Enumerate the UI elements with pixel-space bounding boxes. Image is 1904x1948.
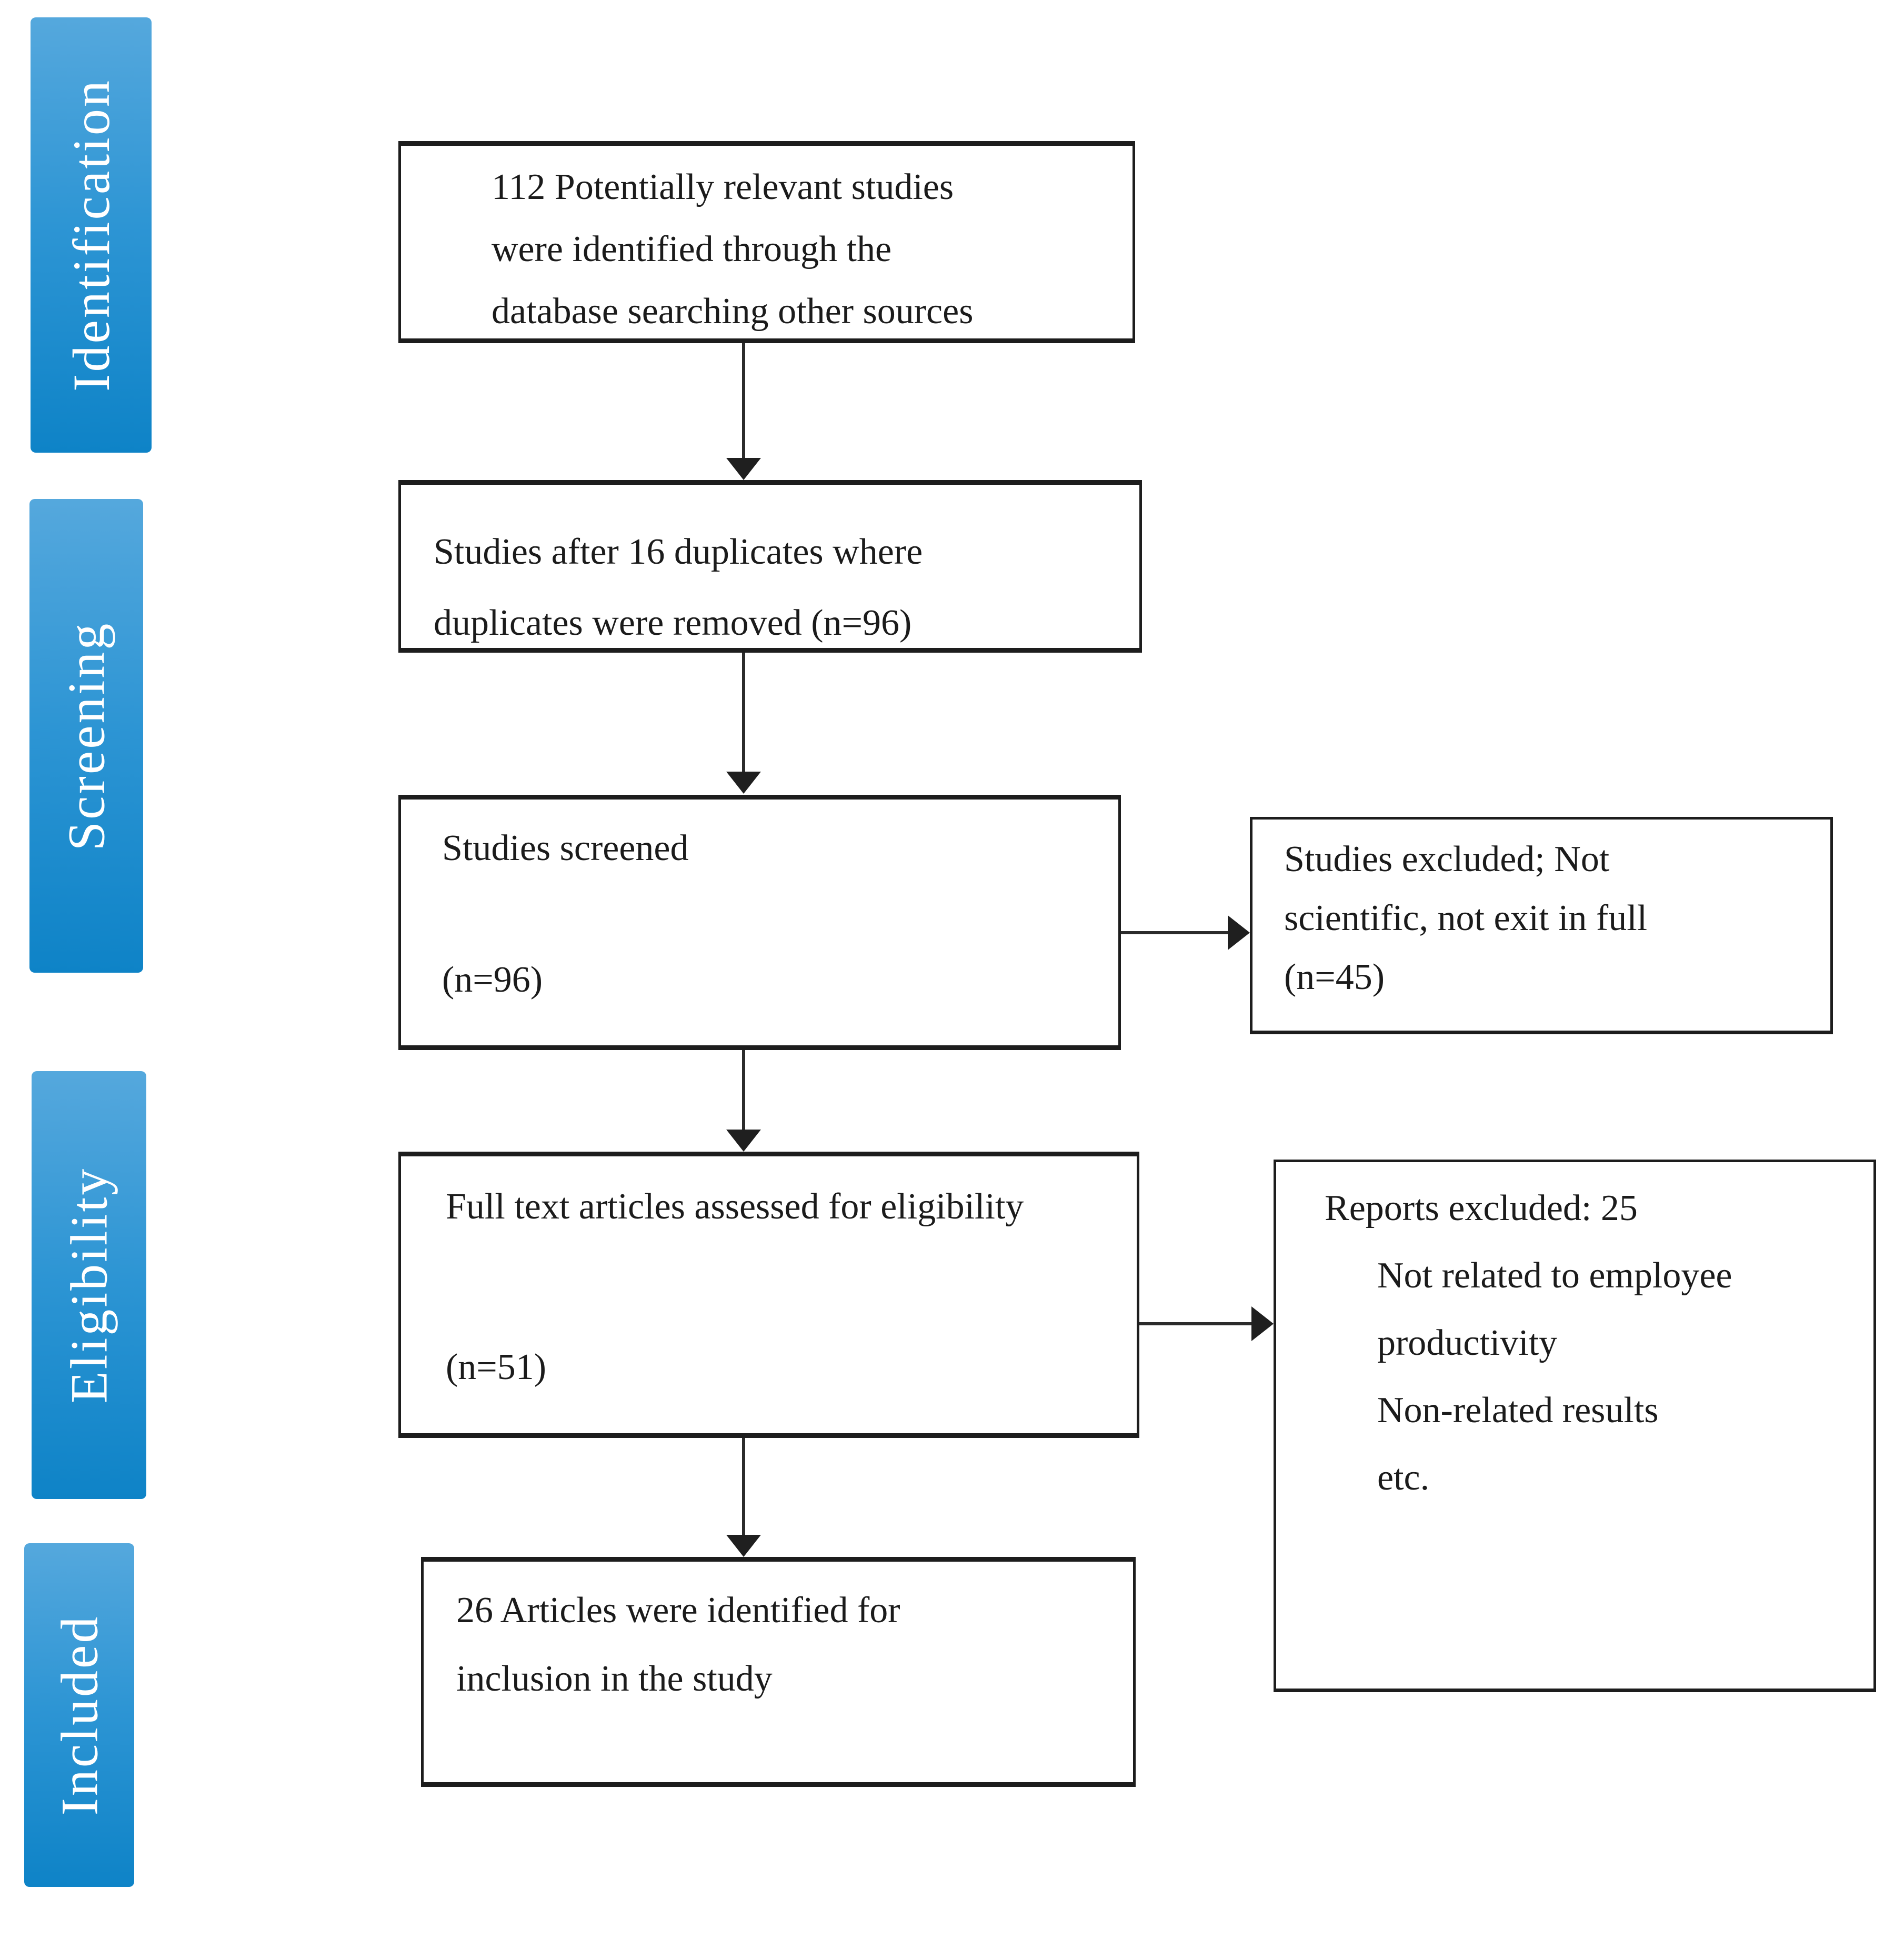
box-reports-excluded-reason: etc.	[1377, 1457, 1430, 1498]
box-reports-excluded-reason: Not related to employee	[1377, 1255, 1732, 1296]
box-studies-screened-count: (n=96)	[442, 960, 543, 1000]
box-studies-screened-title: Studies screened	[442, 828, 689, 868]
box-fulltext-assessed: Full text articles assessed for eligibil…	[398, 1152, 1139, 1438]
stage-band-included: Included	[24, 1543, 134, 1887]
box-studies-screened: Studies screened (n=96)	[398, 795, 1121, 1050]
arrow-screened-to-excluded-head	[1228, 915, 1250, 950]
box-fulltext-assessed-title: Full text articles assessed for eligibil…	[446, 1186, 1024, 1227]
box-reports-excluded-title: Reports excluded: 25	[1325, 1188, 1638, 1228]
arrow-duplicates-to-screened-head	[726, 772, 761, 794]
box-studies-excluded-line: Studies excluded; Not	[1284, 839, 1610, 880]
stage-label-screening: Screening	[57, 621, 116, 851]
box-duplicates-removed-line: duplicates were removed (n=96)	[434, 603, 912, 643]
arrow-fulltext-to-reports-excluded-head	[1251, 1306, 1274, 1341]
box-articles-included-line: 26 Articles were identified for	[456, 1590, 900, 1631]
arrow-fulltext-to-included-line	[742, 1438, 745, 1536]
box-reports-excluded-reason: Non-related results	[1377, 1390, 1659, 1431]
box-articles-included-line: inclusion in the study	[456, 1659, 773, 1699]
stage-band-identification: Identification	[31, 17, 152, 453]
box-studies-identified-line: database searching other sources	[492, 291, 974, 332]
arrow-screened-to-fulltext-line	[742, 1050, 745, 1131]
box-reports-excluded: Reports excluded: 25 Not related to empl…	[1274, 1160, 1876, 1692]
box-studies-identified-line: 112 Potentially relevant studies	[492, 167, 954, 207]
stage-band-eligibility: Eligibility	[32, 1071, 146, 1499]
box-duplicates-removed: Studies after 16 duplicates where duplic…	[398, 480, 1142, 653]
box-studies-identified-line: were identified through the	[492, 229, 892, 269]
arrow-identified-to-duplicates-head	[726, 458, 761, 480]
box-studies-excluded-count: (n=45)	[1284, 957, 1385, 997]
stage-label-included: Included	[50, 1614, 109, 1816]
box-studies-excluded-line: scientific, not exit in full	[1284, 898, 1648, 938]
box-fulltext-assessed-count: (n=51)	[446, 1347, 547, 1387]
arrow-fulltext-to-reports-excluded-line	[1139, 1322, 1254, 1325]
stage-label-eligibility: Eligibility	[59, 1166, 118, 1404]
box-studies-identified: 112 Potentially relevant studies were id…	[398, 141, 1135, 343]
arrow-identified-to-duplicates-line	[742, 343, 745, 459]
box-duplicates-removed-line: Studies after 16 duplicates where	[434, 532, 923, 572]
arrow-screened-to-excluded-line	[1121, 931, 1230, 934]
arrow-duplicates-to-screened-line	[742, 653, 745, 773]
box-articles-included: 26 Articles were identified for inclusio…	[421, 1557, 1136, 1787]
stage-band-screening: Screening	[29, 499, 143, 973]
arrow-screened-to-fulltext-head	[726, 1130, 761, 1152]
stage-label-identification: Identification	[62, 78, 121, 392]
arrow-fulltext-to-included-head	[726, 1535, 761, 1557]
box-reports-excluded-reason: productivity	[1377, 1323, 1558, 1363]
box-studies-excluded: Studies excluded; Not scientific, not ex…	[1250, 817, 1833, 1034]
